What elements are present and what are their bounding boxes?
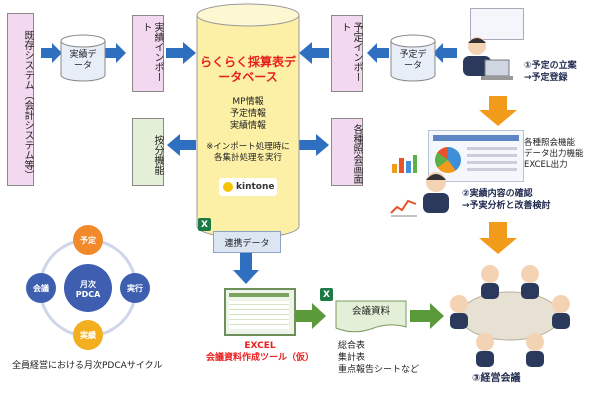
pdca-center xyxy=(64,264,112,312)
material-focus-report: 重点報告シートなど xyxy=(338,365,420,375)
plan-data-label: 予定データ xyxy=(399,50,427,71)
step2-text: ②実績内容の確認 →予実分析と改善検討 xyxy=(462,188,551,212)
kintone-icon xyxy=(223,182,233,192)
split-function-box: 按分機能 xyxy=(132,118,164,186)
pdca-result-label: 実績 xyxy=(80,331,96,340)
excel-tool-line1: EXCEL xyxy=(244,341,276,351)
db-info-list: MP情報 予定情報 実績情報 xyxy=(200,96,296,132)
material-summary: 総合表 xyxy=(338,341,366,351)
pdca-meeting-circle xyxy=(26,273,56,303)
db-note-line2: 各集計処理を実行 xyxy=(213,153,282,163)
arrow-user-to-plandata xyxy=(433,43,457,63)
pdca-plan-label: 予定 xyxy=(80,236,96,245)
function-excel-output: EXCEL出力 xyxy=(524,160,568,170)
bar-chart-icon xyxy=(392,155,417,173)
function-query: 各種照会機能 xyxy=(524,138,576,148)
excel-tool-screenshot xyxy=(224,288,296,336)
arrow-plandata-to-import xyxy=(367,43,389,63)
meeting-materials-doc xyxy=(335,300,407,333)
pdca-execute-circle xyxy=(120,273,150,303)
excel-icon-linked: X xyxy=(198,218,211,231)
db-info-mp: MP情報 xyxy=(232,97,264,107)
pdca-center-line2: PDCA xyxy=(75,290,101,299)
db-info-actual: 実績情報 xyxy=(229,121,266,131)
various-screens-box: 各種照会画面 xyxy=(331,118,363,186)
step1-line1: ①予定の立案 xyxy=(524,61,577,71)
step1-line2: →予定登録 xyxy=(524,73,568,83)
step3-text: ③経営会議 xyxy=(472,373,521,384)
db-info-plan: 予定情報 xyxy=(229,109,266,119)
plan-data-cylinder xyxy=(390,34,436,82)
meeting-materials-label: 会議資料 xyxy=(351,306,390,317)
arrow-import-to-db xyxy=(166,42,196,64)
pdca-caption: 全員経営における月次PDCAサイクル xyxy=(12,361,163,371)
meeting-illustration xyxy=(450,265,570,367)
arrow-excel-to-materials xyxy=(292,303,326,329)
step1-text: ①予定の立案 →予定登録 xyxy=(524,60,577,84)
actual-data-label: 実績データ xyxy=(69,50,97,71)
actual-import-box: 実績インポート xyxy=(132,15,164,92)
pdca-meeting-label: 会議 xyxy=(33,284,49,293)
existing-system-box: 既存システム（会計システム等） xyxy=(7,13,34,186)
pdca-execute-label: 実行 xyxy=(127,284,143,293)
arrow-existing-to-data xyxy=(41,43,62,63)
pdca-center-label: 月次 PDCA xyxy=(64,280,112,300)
pdca-result-circle xyxy=(73,320,103,350)
dashboard-row xyxy=(467,154,517,157)
arrow-materials-to-meeting xyxy=(410,303,444,329)
step2-line2: →予実分析と改善検討 xyxy=(462,201,551,211)
db-note: ※インポート処理時に 各集計処理を実行 xyxy=(200,142,296,164)
dashboard-header-bar xyxy=(433,135,519,141)
arrow-db-to-split xyxy=(167,134,196,156)
arrow-db-to-excel xyxy=(233,248,259,284)
db-note-line1: ※インポート処理時に xyxy=(206,142,290,152)
orange-arrow-step2 xyxy=(479,222,517,254)
function-data-output: データ出力機能 xyxy=(524,149,584,159)
excel-tool-line2: 会議資料作成ツール（仮） xyxy=(205,353,314,363)
pdca-plan-circle xyxy=(73,225,103,255)
materials-list: 総合表 集計表 重点報告シートなど xyxy=(338,340,419,376)
database-title: らくらく採算表データベース xyxy=(200,55,297,84)
arrow-db-to-screens xyxy=(299,134,329,156)
linked-data-box: 連携データ xyxy=(213,231,281,253)
dashboard-screenshot xyxy=(428,130,524,182)
dashboard-row xyxy=(467,147,517,150)
arrow-planimport-to-db xyxy=(299,42,329,64)
excel-icon-materials: X xyxy=(320,288,333,301)
material-aggregate: 集計表 xyxy=(338,353,366,363)
excel-tool-grid xyxy=(229,301,289,329)
kintone-logo: kintone xyxy=(219,178,277,196)
dashboard-row xyxy=(467,168,517,171)
actual-data-cylinder xyxy=(60,34,106,82)
planning-screen-image xyxy=(470,8,524,40)
orange-arrow-step1 xyxy=(479,96,517,126)
excel-tool-header xyxy=(229,293,289,297)
functions-list: 各種照会機能 データ出力機能 EXCEL出力 xyxy=(524,138,584,171)
step2-line1: ②実績内容の確認 xyxy=(462,189,533,199)
kintone-label: kintone xyxy=(236,182,275,192)
user-laptop-illustration xyxy=(463,37,513,80)
pdca-center-line1: 月次 xyxy=(80,280,96,289)
arrow-data-to-import xyxy=(103,43,126,63)
thinking-person-illustration xyxy=(423,172,449,213)
excel-tool-caption: EXCEL 会議資料作成ツール（仮） xyxy=(190,340,330,364)
dashboard-pie-icon xyxy=(435,147,461,173)
plan-import-box: 予定インポート xyxy=(331,15,363,92)
line-chart-icon xyxy=(390,199,417,217)
dashboard-row xyxy=(467,161,517,164)
